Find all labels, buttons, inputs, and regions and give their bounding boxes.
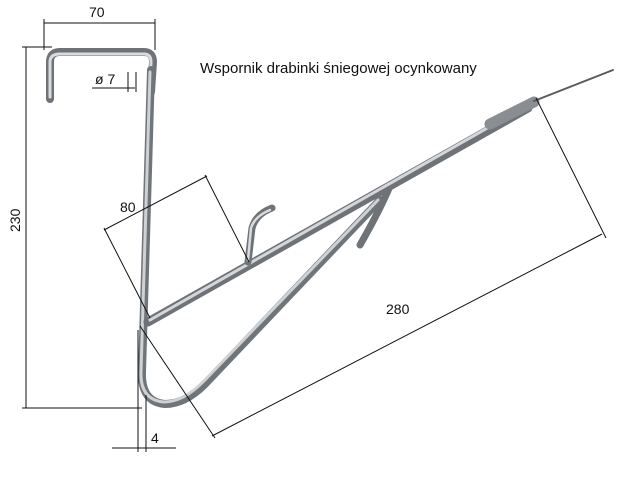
dimension-lines: 70 ø 7 230 80 280 4 bbox=[7, 4, 607, 452]
dim-width-top: 70 bbox=[89, 4, 105, 20]
dim-thickness: 4 bbox=[151, 430, 159, 446]
diagram-title: Wspornik drabinki śniegowej ocynkowany bbox=[200, 60, 477, 77]
bracket-rods bbox=[46, 48, 614, 408]
arm-end-sleeve bbox=[484, 96, 540, 130]
wire-extension bbox=[533, 69, 614, 102]
dim-height: 230 bbox=[7, 208, 23, 232]
dim-arm-offset: 80 bbox=[120, 199, 136, 215]
dim-arm-length: 280 bbox=[386, 301, 410, 317]
dim-diameter: ø 7 bbox=[95, 71, 115, 87]
